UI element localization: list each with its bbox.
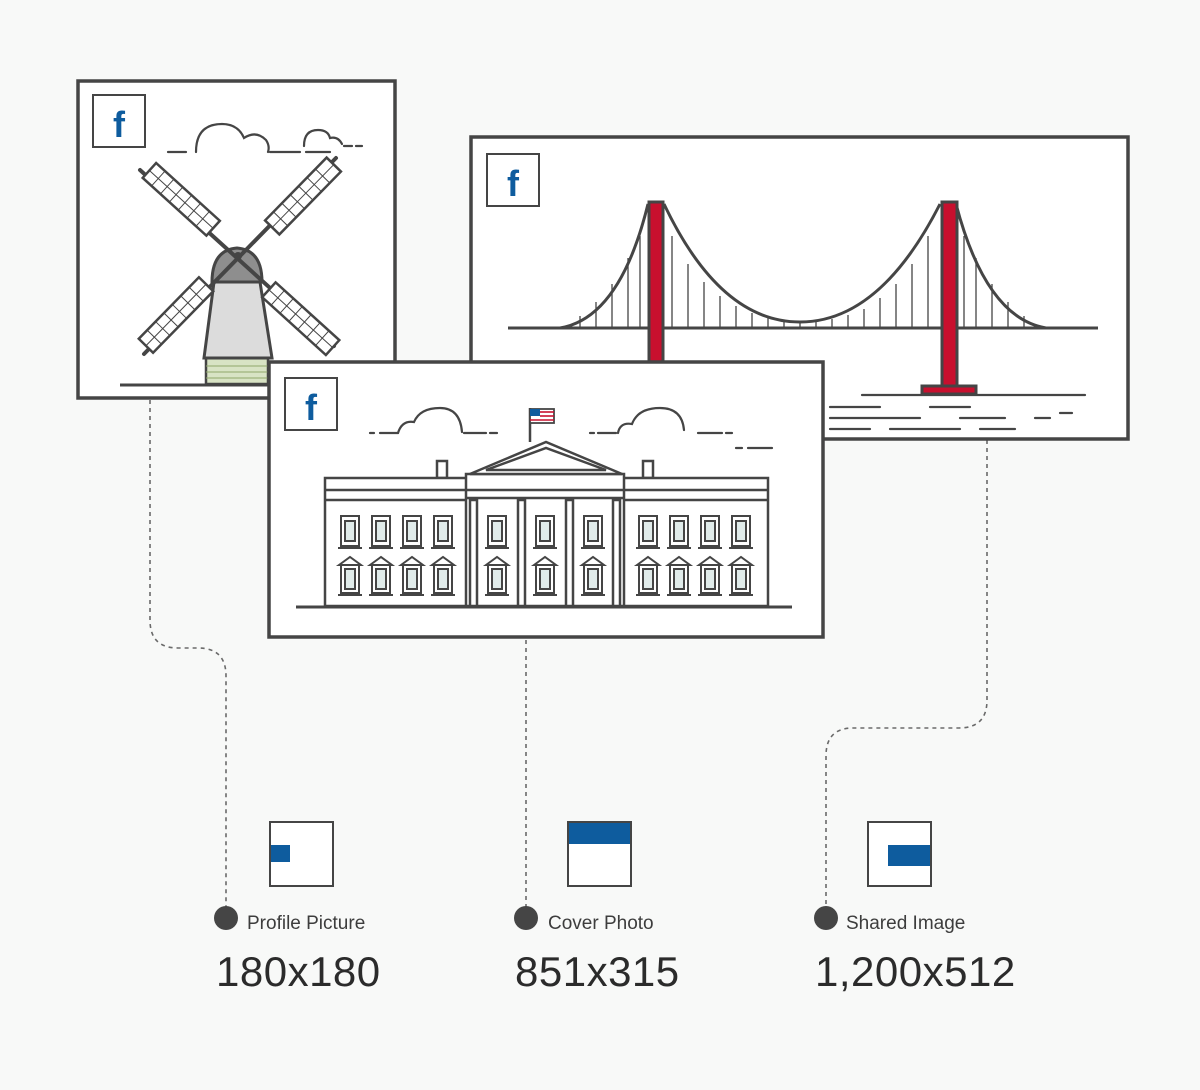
- legend-size-profile: 180x180: [216, 948, 381, 995]
- thumb-shared: [867, 821, 932, 887]
- cloud-icon: [368, 406, 774, 450]
- connector-profile: [149, 400, 227, 916]
- facebook-icon: f: [113, 104, 126, 145]
- legend-dot-shared: [814, 906, 838, 930]
- legend-title-profile: Profile Picture: [247, 913, 366, 934]
- windmill-icon: [120, 155, 360, 387]
- facebook-badge: f: [486, 153, 540, 207]
- bridge-icon: [508, 200, 1098, 431]
- thumb-profile: [269, 821, 334, 887]
- facebook-badge: f: [284, 377, 338, 431]
- thumb-cover: [567, 821, 632, 887]
- legend-dot-cover: [514, 906, 538, 930]
- legend-thumbnails: [269, 821, 932, 887]
- card-profile: f: [76, 79, 397, 400]
- facebook-badge: f: [92, 94, 146, 148]
- legend-size-shared: 1,200x512: [815, 948, 1016, 995]
- legend-size-cover: 851x315: [515, 948, 680, 995]
- facebook-icon: f: [507, 163, 520, 204]
- legend-title-shared: Shared Image: [846, 913, 966, 934]
- facebook-icon: f: [305, 387, 318, 428]
- cloud-icon: [166, 122, 364, 154]
- connectors: [149, 400, 988, 916]
- american-flag-icon: [528, 408, 555, 442]
- legend-dot-profile: [214, 906, 238, 930]
- legend-title-cover: Cover Photo: [548, 913, 654, 934]
- card-cover: f: [267, 360, 825, 639]
- white-house-icon: [296, 440, 792, 609]
